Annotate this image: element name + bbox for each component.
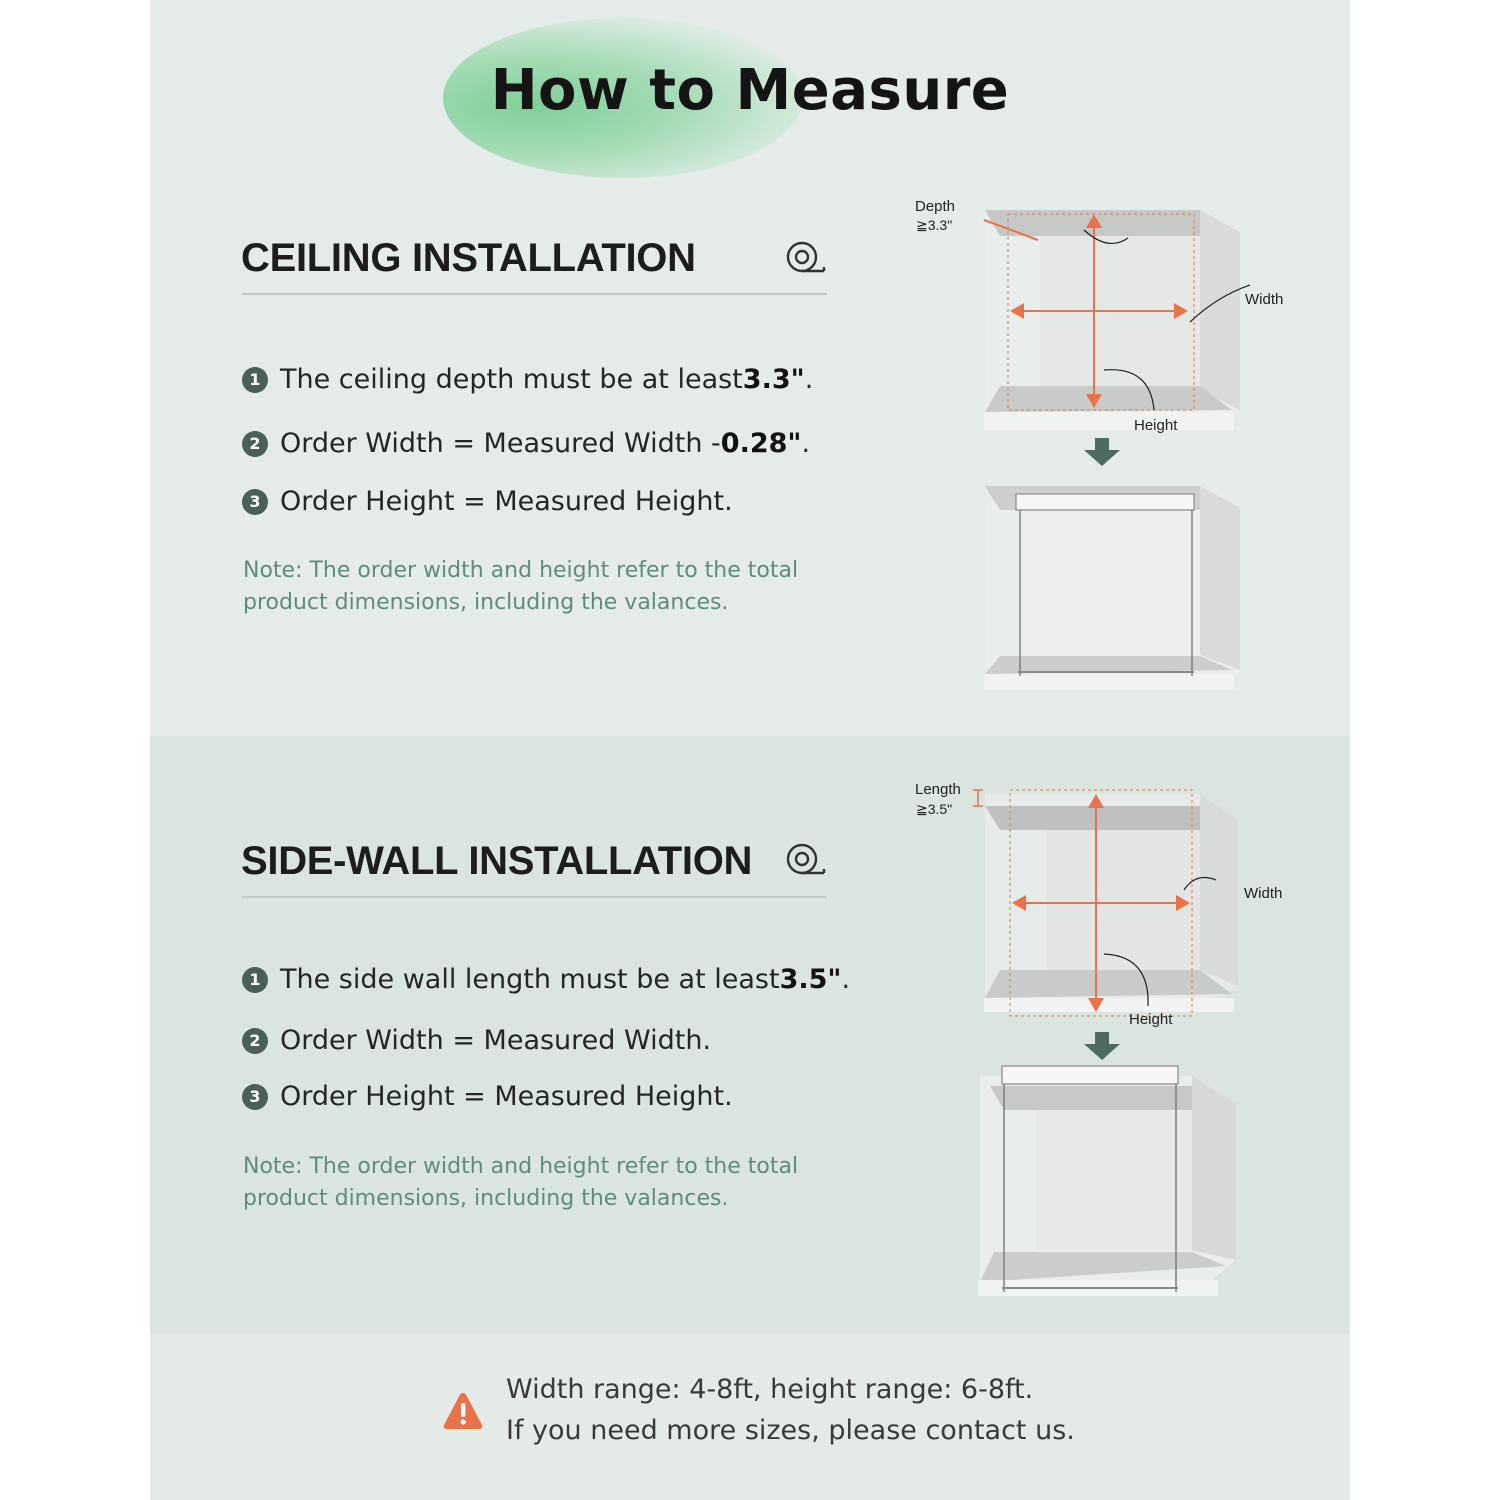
title-highlight-blob [443,18,803,178]
page: How to Measure CEILING INSTALLATION 1 Th… [150,0,1350,1500]
ceiling-item-3: 3 Order Height = Measured Height. [242,486,733,517]
sidewall-section-title: SIDE-WALL INSTALLATION [241,839,753,883]
ceiling-item-value: 3.3" [742,364,805,395]
height-label: Height [1129,1011,1173,1028]
sidewall-item-1: 1 The side wall length must be at least … [242,964,850,995]
ceiling-item-text: The ceiling depth must be at least [280,364,743,395]
step-number-badge: 3 [242,488,268,515]
step-number-badge: 3 [242,1083,268,1110]
length-label: Length [915,781,961,798]
sidewall-section-divider [242,896,827,898]
footer-background [150,1334,1350,1500]
ceiling-section-title: CEILING INSTALLATION [241,236,696,280]
sidewall-item-text: Order Width = Measured Width. [280,1025,712,1056]
sidewall-item-3: 3 Order Height = Measured Height. [242,1081,733,1112]
ceiling-item-2: 2 Order Width = Measured Width - 0.28". [242,428,810,459]
sidewall-item-value: 3.5" [779,964,842,995]
depth-value: ≧3.3" [916,217,953,233]
ceiling-measure-diagram [983,210,1250,690]
ceiling-item-1: 1 The ceiling depth must be at least 3.3… [242,364,813,395]
width-label: Width [1244,885,1283,902]
ceiling-item-text: Order Width = Measured Width - [280,428,721,459]
sidewall-item-2: 2 Order Width = Measured Width. [242,1025,711,1056]
length-value: ≧3.5" [916,801,953,817]
width-label: Width [1245,291,1284,308]
step-number-badge: 2 [242,1027,268,1054]
ceiling-item-value: 0.28" [720,428,802,459]
step-number-badge: 1 [242,366,268,393]
tape-measure-icon [786,843,826,875]
ceiling-item-text: Order Height = Measured Height. [280,486,733,517]
tape-measure-icon [786,241,826,273]
sidewall-item-text: The side wall length must be at least [280,964,780,995]
ceiling-note: Note: The order width and height refer t… [243,558,799,615]
ceiling-section-divider [242,293,827,295]
step-number-badge: 1 [242,966,268,993]
page-title: How to Measure [490,58,1010,123]
sidewall-item-text: Order Height = Measured Height. [280,1081,733,1112]
sidewall-note: Note: The order width and height refer t… [243,1154,799,1211]
height-label: Height [1134,417,1178,434]
step-number-badge: 2 [242,430,268,457]
size-range-text: Width range: 4-8ft, height range: 6-8ft. [506,1374,1034,1405]
warning-icon [443,1393,483,1429]
depth-label: Depth [915,198,956,215]
contact-text: If you need more sizes, please contact u… [506,1415,1075,1446]
sidewall-measure-diagram [973,789,1238,1296]
